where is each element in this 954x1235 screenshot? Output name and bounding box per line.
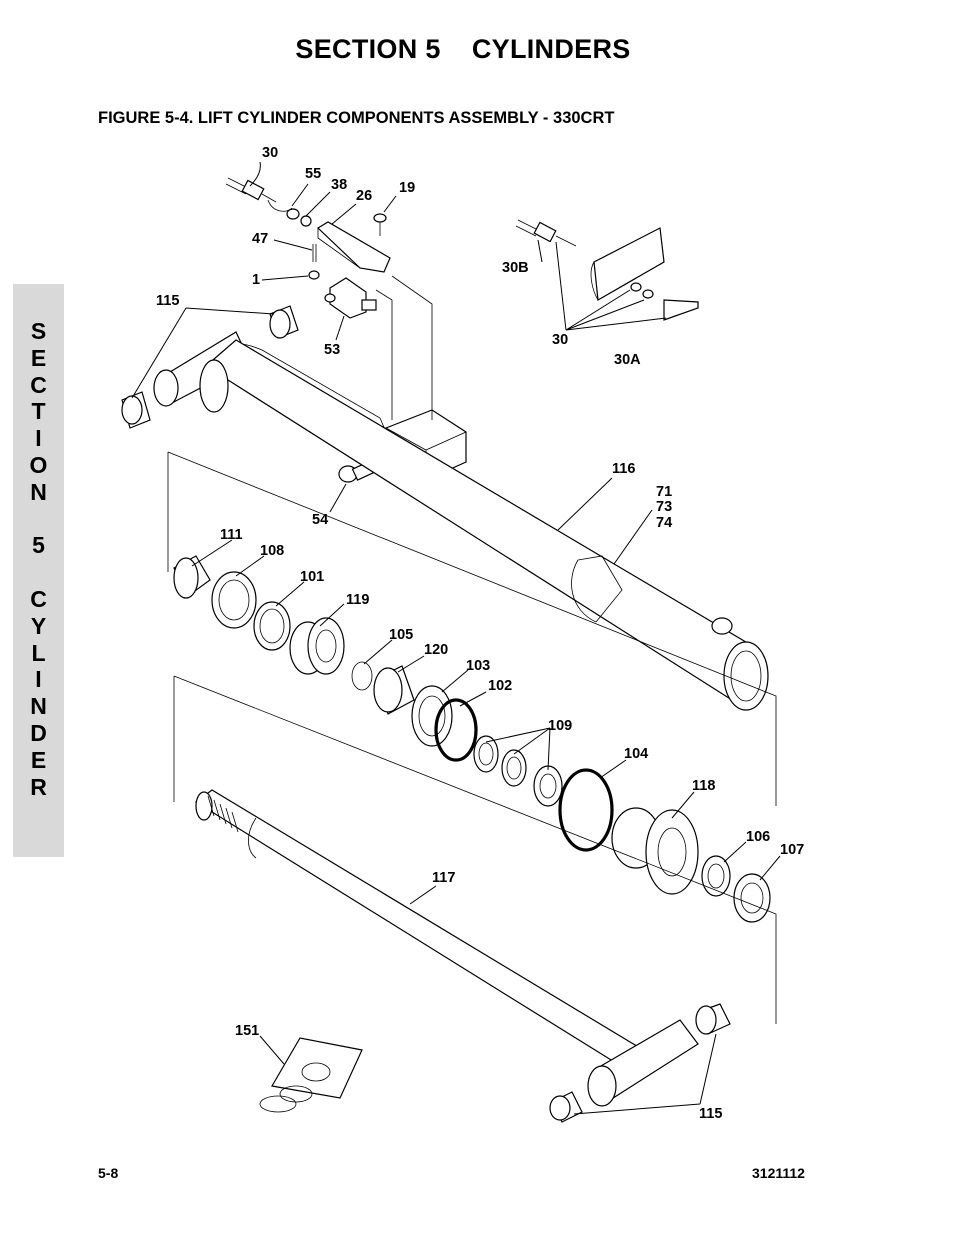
callout-109: 109 — [548, 718, 572, 734]
bleeder-fitting-group — [225, 177, 391, 319]
callout-53: 53 — [324, 342, 340, 358]
callout-116: 116 — [612, 461, 635, 477]
callout-1: 1 — [252, 272, 260, 288]
callout-30b: 30B — [502, 260, 529, 276]
callout-30: 30 — [262, 145, 278, 161]
side-tab-letter: C — [30, 371, 47, 398]
callout-30a: 30A — [614, 352, 641, 368]
side-tab-letter: E — [30, 344, 47, 371]
callout-labels: 30 55 38 26 19 47 1 53 115 30B 30 30A 54… — [156, 145, 804, 1122]
callout-54: 54 — [312, 512, 328, 528]
side-tab-letter: S — [30, 318, 47, 344]
callout-115-top: 115 — [156, 293, 179, 309]
callout-71: 71 — [656, 484, 672, 500]
cylinder-rod — [194, 789, 731, 1123]
side-tab-letter: D — [30, 719, 47, 746]
callout-73: 73 — [656, 499, 672, 515]
callout-74: 74 — [656, 515, 672, 531]
callout-151: 151 — [235, 1023, 259, 1039]
callout-105: 105 — [389, 627, 413, 643]
section-title: SECTION 5 CYLINDERS — [295, 34, 631, 64]
callout-55: 55 — [305, 166, 321, 182]
seal-components — [173, 555, 771, 923]
inset-bleeder-detail — [515, 219, 699, 321]
figure-title: FIGURE 5-4. LIFT CYLINDER COMPONENTS ASS… — [98, 109, 615, 127]
callout-108: 108 — [260, 543, 284, 559]
side-tab-letter: E — [30, 746, 47, 773]
side-tab-letter: O — [29, 451, 48, 478]
callout-101: 101 — [300, 569, 324, 585]
cylinder-barrel — [121, 305, 769, 711]
side-tab-letter: N — [30, 693, 47, 720]
section-side-tab[interactable]: S E C T I O N 5 C Y L I N D E R — [13, 284, 64, 857]
side-tab-letters: S E C T I O N 5 C Y L I N D E R — [13, 318, 64, 800]
callout-47: 47 — [252, 231, 268, 247]
page-number: 5-8 — [98, 1165, 119, 1181]
leader-lines — [131, 161, 781, 1115]
callout-102: 102 — [488, 678, 512, 694]
callout-26: 26 — [356, 188, 372, 204]
assembly-guide-lines — [167, 275, 777, 1024]
callout-115-bottom: 115 — [699, 1106, 722, 1122]
callout-30-inset: 30 — [552, 332, 568, 348]
callout-106: 106 — [746, 829, 770, 845]
seal-kit-bag — [259, 1037, 363, 1113]
side-tab-letter: N — [30, 478, 47, 505]
callout-119: 119 — [346, 592, 369, 608]
side-tab-letter: I — [35, 425, 42, 452]
document-number: 3121112 — [752, 1165, 805, 1181]
callout-120: 120 — [424, 642, 448, 658]
callout-19: 19 — [399, 180, 415, 196]
side-tab-letter: Y — [30, 612, 47, 639]
side-tab-letter: L — [31, 639, 46, 666]
side-tab-letter: I — [35, 666, 42, 693]
callout-118: 118 — [692, 778, 715, 794]
side-tab-letter: R — [30, 773, 47, 800]
callout-107: 107 — [780, 842, 804, 858]
side-tab-letter: T — [31, 398, 46, 425]
callout-103: 103 — [466, 658, 490, 674]
callout-111: 111 — [220, 527, 243, 543]
side-tab-letter: C — [30, 585, 47, 612]
callout-104: 104 — [624, 746, 648, 762]
side-tab-letter: 5 — [32, 532, 45, 559]
callout-117: 117 — [432, 870, 455, 886]
callout-38: 38 — [331, 177, 347, 193]
